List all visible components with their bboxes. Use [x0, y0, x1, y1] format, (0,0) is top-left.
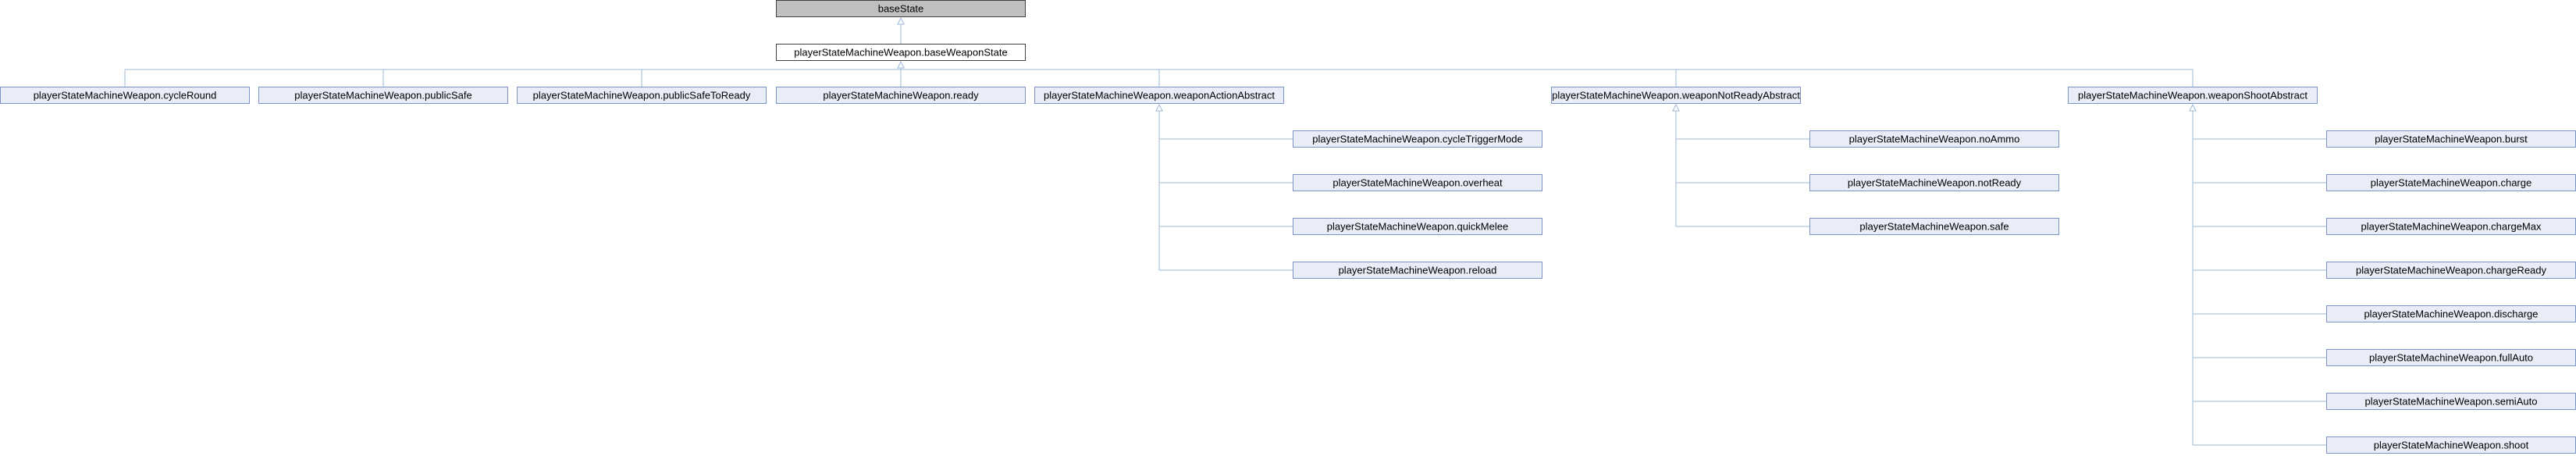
class-node-box [1809, 130, 2059, 148]
class-node-label: playerStateMachineWeapon.burst [2375, 133, 2528, 144]
class-node-charge[interactable]: playerStateMachineWeapon.charge [2326, 174, 2576, 191]
class-node-ready[interactable]: playerStateMachineWeapon.ready [776, 87, 1026, 104]
class-node-safe[interactable]: playerStateMachineWeapon.safe [1809, 218, 2059, 235]
class-node-box [1034, 87, 1284, 104]
class-node-noAmmo[interactable]: playerStateMachineWeapon.noAmmo [1809, 130, 2059, 148]
class-node-baseState: baseState [776, 0, 1026, 17]
class-node-label: playerStateMachineWeapon.fullAuto [2369, 351, 2533, 363]
class-node-baseWeaponState[interactable]: playerStateMachineWeapon.baseWeaponState [776, 44, 1026, 61]
class-node-label: playerStateMachineWeapon.weaponNotReadyA… [1552, 89, 1800, 101]
class-node-box [1551, 87, 1801, 104]
class-node-publicSafe[interactable]: playerStateMachineWeapon.publicSafe [258, 87, 508, 104]
class-node-box [1293, 174, 1542, 191]
class-node-label: playerStateMachineWeapon.shoot [2374, 439, 2529, 451]
class-node-label: playerStateMachineWeapon.charge [2371, 176, 2532, 188]
class-node-notReady[interactable]: playerStateMachineWeapon.notReady [1809, 174, 2059, 191]
class-node-box [1293, 262, 1542, 279]
class-node-label: playerStateMachineWeapon.quickMelee [1327, 220, 1508, 232]
class-node-box [776, 0, 1026, 17]
class-node-box [1809, 174, 2059, 191]
class-node-label: playerStateMachineWeapon.semiAuto [2365, 395, 2538, 407]
class-node-overheat[interactable]: playerStateMachineWeapon.overheat [1293, 174, 1542, 191]
class-node-label: playerStateMachineWeapon.weaponShootAbst… [2078, 89, 2307, 101]
class-node-box [1809, 218, 2059, 235]
class-node-box [517, 87, 767, 104]
class-node-discharge[interactable]: playerStateMachineWeapon.discharge [2326, 305, 2576, 322]
class-node-weaponNotReadyAbstract[interactable]: playerStateMachineWeapon.weaponNotReadyA… [1551, 87, 1801, 104]
edge-arrowhead-weaponActionAbstract [1155, 103, 1163, 112]
class-node-label: playerStateMachineWeapon.cycleTriggerMod… [1312, 133, 1523, 144]
class-node-chargeMax[interactable]: playerStateMachineWeapon.chargeMax [2326, 218, 2576, 235]
class-node-box [776, 87, 1026, 104]
class-node-label: playerStateMachineWeapon.chargeMax [2361, 220, 2542, 232]
class-node-box [776, 44, 1026, 61]
class-node-box [1293, 218, 1542, 235]
class-node-quickMelee[interactable]: playerStateMachineWeapon.quickMelee [1293, 218, 1542, 235]
class-node-label: playerStateMachineWeapon.discharge [2364, 308, 2538, 319]
class-node-semiAuto[interactable]: playerStateMachineWeapon.semiAuto [2326, 393, 2576, 410]
edge-arrowhead-baseState [897, 16, 905, 25]
class-node-label: playerStateMachineWeapon.safe [1859, 220, 2008, 232]
class-node-label: playerStateMachineWeapon.cycleRound [34, 89, 217, 101]
class-node-burst[interactable]: playerStateMachineWeapon.burst [2326, 130, 2576, 148]
edge-arrowhead-weaponNotReadyAbstract [1672, 103, 1680, 112]
class-node-label: playerStateMachineWeapon.weaponActionAbs… [1044, 89, 1275, 101]
class-node-box [1293, 130, 1542, 148]
class-node-label: playerStateMachineWeapon.notReady [1848, 176, 2022, 188]
class-node-label: playerStateMachineWeapon.publicSafeToRea… [533, 89, 751, 101]
class-node-box [258, 87, 508, 104]
class-node-box [2068, 87, 2318, 104]
class-node-box [0, 87, 250, 104]
class-node-weaponShootAbstract[interactable]: playerStateMachineWeapon.weaponShootAbst… [2068, 87, 2318, 104]
edge-layer [124, 16, 2326, 446]
class-node-label: baseState [878, 2, 924, 14]
class-node-label: playerStateMachineWeapon.noAmmo [1849, 133, 2020, 144]
class-node-label: playerStateMachineWeapon.reload [1339, 264, 1497, 276]
class-node-publicSafeToReady[interactable]: playerStateMachineWeapon.publicSafeToRea… [517, 87, 767, 104]
class-node-cycleRound[interactable]: playerStateMachineWeapon.cycleRound [0, 87, 250, 104]
edge-arrowhead-weaponShootAbstract [2189, 103, 2197, 112]
class-node-label: playerStateMachineWeapon.publicSafe [294, 89, 471, 101]
class-node-fullAuto[interactable]: playerStateMachineWeapon.fullAuto [2326, 349, 2576, 366]
class-node-chargeReady[interactable]: playerStateMachineWeapon.chargeReady [2326, 262, 2576, 279]
class-node-cycleTriggerMode[interactable]: playerStateMachineWeapon.cycleTriggerMod… [1293, 130, 1542, 148]
class-node-reload[interactable]: playerStateMachineWeapon.reload [1293, 262, 1542, 279]
class-node-label: playerStateMachineWeapon.overheat [1332, 176, 1503, 188]
edge-arrowhead-baseWeaponState [897, 60, 905, 69]
class-node-label: playerStateMachineWeapon.baseWeaponState [794, 46, 1007, 58]
class-node-weaponActionAbstract[interactable]: playerStateMachineWeapon.weaponActionAbs… [1034, 87, 1284, 104]
class-node-shoot[interactable]: playerStateMachineWeapon.shoot [2326, 436, 2576, 454]
class-node-label: playerStateMachineWeapon.ready [823, 89, 979, 101]
class-node-label: playerStateMachineWeapon.chargeReady [2356, 264, 2547, 276]
